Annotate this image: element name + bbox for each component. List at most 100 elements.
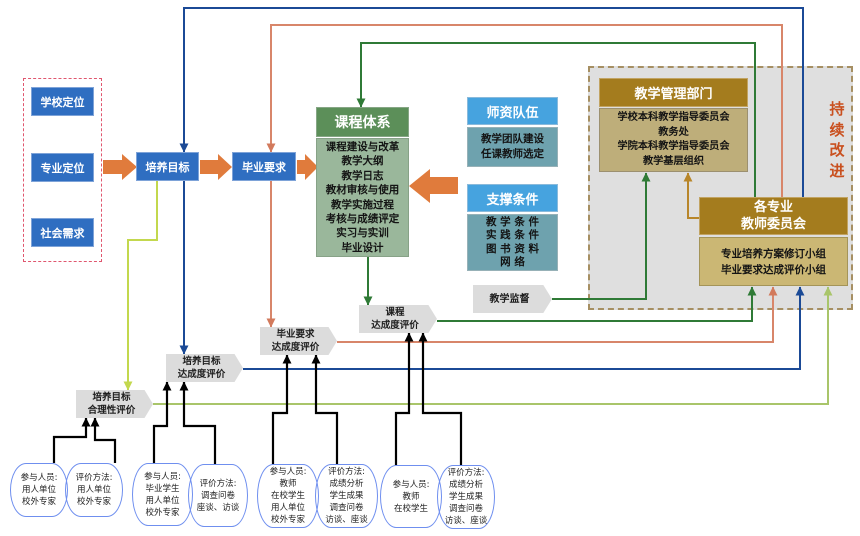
cyl-line: 调查问卷 bbox=[329, 503, 364, 513]
eval-label-line: 达成度评价 bbox=[271, 342, 320, 353]
methods-cylinder: 评价方法: 成绩分析 学生成果 调查问卷 访谈、座谈 bbox=[315, 464, 378, 528]
cyl-line: 访谈、座谈 bbox=[325, 515, 368, 525]
methods-cylinder: 评价方法: 成绩分析 学生成果 调查问卷 访谈、座谈 bbox=[437, 465, 495, 529]
cyl-line: 教师 bbox=[279, 479, 297, 489]
cyl-line: 用人单位 bbox=[145, 495, 180, 506]
management-item: 学院本科教学指导委员会 bbox=[617, 141, 730, 152]
eval-label-line: 培养目标 bbox=[92, 392, 131, 403]
line-goal-to-rationality-eval bbox=[123, 181, 158, 391]
box-label: 学校定位 bbox=[40, 95, 85, 109]
curriculum-header[interactable]: 课程体系 bbox=[316, 107, 409, 137]
management-header[interactable]: 教学管理部门 bbox=[599, 78, 748, 107]
support-item: 实 践 条 件 bbox=[486, 229, 539, 241]
input-connector-4b bbox=[418, 332, 463, 465]
cyl-line: 用人单位 bbox=[76, 485, 111, 495]
eval-label-line: 合理性评价 bbox=[87, 405, 136, 416]
cyl-line: 校外专家 bbox=[270, 515, 305, 525]
curriculum-item: 实习与实训 bbox=[336, 227, 389, 240]
cyl-line: 用人单位 bbox=[21, 485, 56, 495]
box-graduation-requirement[interactable]: 毕业要求 bbox=[232, 152, 296, 181]
curriculum-title: 课程体系 bbox=[334, 115, 391, 131]
cyl-line: 用人单位 bbox=[270, 503, 305, 513]
eval-requirement-achievement[interactable]: 毕业要求 达成度评价 bbox=[260, 327, 337, 355]
cyl-line: 访谈、座谈 bbox=[444, 516, 488, 526]
cyl-line: 学生成果 bbox=[448, 492, 483, 502]
flow-arrow-resources-to-curriculum bbox=[409, 169, 458, 203]
support-item: 教 学 条 件 bbox=[486, 215, 539, 228]
cyl-line: 调查问卷 bbox=[448, 504, 483, 514]
ci-char: 持 bbox=[829, 100, 845, 118]
cyl-line: 成绩分析 bbox=[448, 480, 483, 490]
management-item: 教务处 bbox=[658, 126, 689, 138]
cyl-line: 校外专家 bbox=[76, 497, 111, 507]
participants-cylinder: 参与人员: 教师 在校学生 用人单位 校外专家 bbox=[257, 464, 319, 528]
management-item: 教学基层组织 bbox=[642, 155, 705, 167]
support-title: 支撑条件 bbox=[486, 192, 539, 208]
input-connector-3b bbox=[311, 354, 339, 464]
faculty-item: 任课教师选定 bbox=[481, 148, 544, 160]
faculty-body: 教学团队建设 任课教师选定 bbox=[467, 127, 558, 167]
cyl-line: 评价方法: bbox=[75, 473, 113, 483]
cyl-line: 参与人员: bbox=[392, 479, 430, 490]
box-social-demand[interactable]: 社会需求 bbox=[31, 218, 94, 247]
box-label: 培养目标 bbox=[145, 160, 190, 174]
committee-title-line: 各专业 bbox=[753, 200, 793, 215]
curriculum-item: 教学大纲 bbox=[341, 155, 384, 168]
box-school-positioning[interactable]: 学校定位 bbox=[31, 87, 94, 116]
cyl-line: 评价方法: bbox=[199, 478, 237, 489]
eval-goal-rationality[interactable]: 培养目标 合理性评价 bbox=[76, 390, 153, 418]
cyl-line: 参与人员: bbox=[20, 473, 58, 483]
cyl-line: 学生成果 bbox=[329, 491, 364, 501]
participants-cylinder: 参与人员: 用人单位 校外专家 bbox=[10, 463, 68, 517]
management-title: 教学管理部门 bbox=[634, 87, 713, 102]
box-label: 社会需求 bbox=[40, 226, 85, 240]
input-connector-1a bbox=[52, 417, 91, 463]
box-label: 毕业要求 bbox=[242, 160, 286, 174]
committee-body: 专业培养方案修订小组 毕业要求达成评价小组 bbox=[699, 237, 848, 286]
ci-char: 改 bbox=[829, 141, 845, 159]
support-body: 教 学 条 件 实 践 条 件 图 书 资 料 网 络 bbox=[467, 214, 558, 271]
committee-title-line: 教师委员会 bbox=[740, 217, 806, 232]
curriculum-item: 教学日志 bbox=[341, 169, 384, 182]
faculty-header[interactable]: 师资队伍 bbox=[467, 97, 558, 125]
ci-char: 进 bbox=[829, 161, 845, 180]
cyl-line: 评价方法: bbox=[328, 467, 365, 477]
eval-label-line: 毕业要求 bbox=[276, 329, 315, 340]
committee-item: 专业培养方案修订小组 bbox=[721, 247, 826, 260]
committee-header[interactable]: 各专业 教师委员会 bbox=[699, 197, 848, 235]
curriculum-body: 课程建设与改革 教学大纲 教学日志 教材审核与使用 教学实施过程 考核与成绩评定… bbox=[316, 138, 409, 257]
input-connector-3a bbox=[271, 354, 292, 464]
cyl-line: 在校学生 bbox=[393, 503, 428, 514]
input-connector-4a bbox=[394, 332, 414, 465]
support-header[interactable]: 支撑条件 bbox=[467, 184, 558, 212]
management-item: 学校本科教学指导委员会 bbox=[617, 112, 730, 123]
box-major-positioning[interactable]: 专业定位 bbox=[31, 153, 94, 182]
management-body: 学校本科教学指导委员会 教务处 学院本科教学指导委员会 教学基层组织 bbox=[599, 108, 748, 172]
box-training-goal[interactable]: 培养目标 bbox=[136, 152, 199, 181]
cyl-line: 评价方法: bbox=[447, 468, 485, 478]
cyl-line: 成绩分析 bbox=[329, 479, 364, 489]
input-connector-2b bbox=[179, 381, 217, 464]
cyl-line: 座谈、访谈 bbox=[196, 502, 240, 513]
teaching-supervision[interactable]: 教学监督 bbox=[473, 285, 552, 313]
eval-course-achievement[interactable]: 课程 达成度评价 bbox=[359, 305, 437, 333]
cyl-line: 调查问卷 bbox=[200, 490, 235, 501]
curriculum-item: 教学实施过程 bbox=[331, 198, 394, 211]
cyl-line: 参与人员: bbox=[144, 471, 181, 482]
eval-label-line: 培养目标 bbox=[182, 356, 221, 367]
eval-label-line: 达成度评价 bbox=[177, 369, 226, 380]
curriculum-item: 考核与成绩评定 bbox=[325, 212, 400, 225]
cyl-line: 参与人员: bbox=[269, 467, 307, 477]
faculty-title: 师资队伍 bbox=[486, 105, 539, 121]
support-item: 图 书 资 料 bbox=[486, 242, 539, 255]
cyl-line: 在校学生 bbox=[270, 491, 305, 501]
methods-cylinder: 评价方法: 用人单位 校外专家 bbox=[65, 463, 123, 517]
eval-goal-achievement[interactable]: 培养目标 达成度评价 bbox=[166, 354, 243, 382]
input-connector-2a bbox=[152, 381, 172, 463]
cyl-line: 教师 bbox=[402, 491, 420, 502]
methods-cylinder: 评价方法: 调查问卷 座谈、访谈 bbox=[188, 464, 248, 527]
cyl-line: 校外专家 bbox=[145, 507, 180, 518]
positioning-group bbox=[23, 78, 102, 262]
faculty-item: 教学团队建设 bbox=[481, 133, 544, 145]
